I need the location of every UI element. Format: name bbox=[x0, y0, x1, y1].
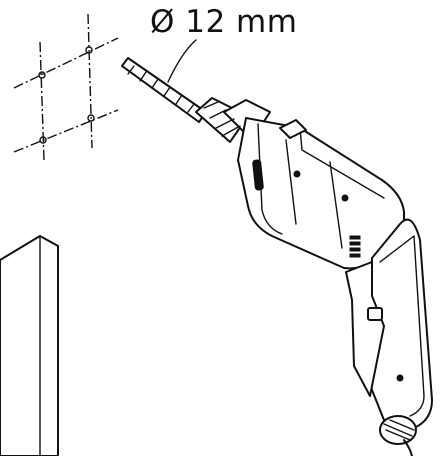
wall-panel-icon bbox=[0, 235, 59, 456]
hole-mark bbox=[87, 114, 95, 122]
horizontal-centerline-bottom bbox=[13, 109, 119, 153]
power-cord bbox=[403, 439, 413, 456]
hole-mark bbox=[39, 136, 47, 144]
body-seam-rear bbox=[329, 161, 343, 249]
drill-icon bbox=[121, 57, 433, 456]
wall-panel bbox=[0, 235, 59, 456]
vent-slot bbox=[349, 253, 361, 258]
chuck-ridges bbox=[203, 101, 241, 137]
horizontal-centerline-top bbox=[13, 37, 119, 89]
drill-bit-diameter-label: Ø 12 mm bbox=[150, 4, 298, 40]
vent-slot bbox=[349, 247, 361, 252]
body-seam-mid bbox=[285, 139, 297, 225]
hole-mark bbox=[38, 71, 46, 79]
body-seam-front bbox=[257, 123, 283, 235]
handle-screw bbox=[396, 374, 404, 382]
strain-relief-ridges bbox=[383, 419, 415, 441]
hole-marks-icon bbox=[13, 13, 119, 161]
handle-inner-edge bbox=[379, 235, 425, 417]
drill-bit-flutes bbox=[127, 65, 195, 113]
vent-slot bbox=[349, 241, 361, 246]
body-screw bbox=[341, 194, 349, 202]
side-slot bbox=[252, 159, 264, 191]
dimension-leader-line bbox=[167, 39, 197, 83]
trigger-button bbox=[367, 307, 383, 321]
hole-mark bbox=[85, 46, 93, 54]
vertical-centerline-right bbox=[87, 13, 93, 149]
top-switch bbox=[279, 119, 307, 139]
drill-bit bbox=[121, 57, 207, 123]
vent-slot bbox=[349, 235, 361, 240]
body-screw bbox=[293, 170, 301, 178]
body-top-ridge bbox=[299, 127, 385, 199]
drill-body bbox=[237, 117, 405, 270]
handle-front-grip bbox=[345, 261, 385, 397]
